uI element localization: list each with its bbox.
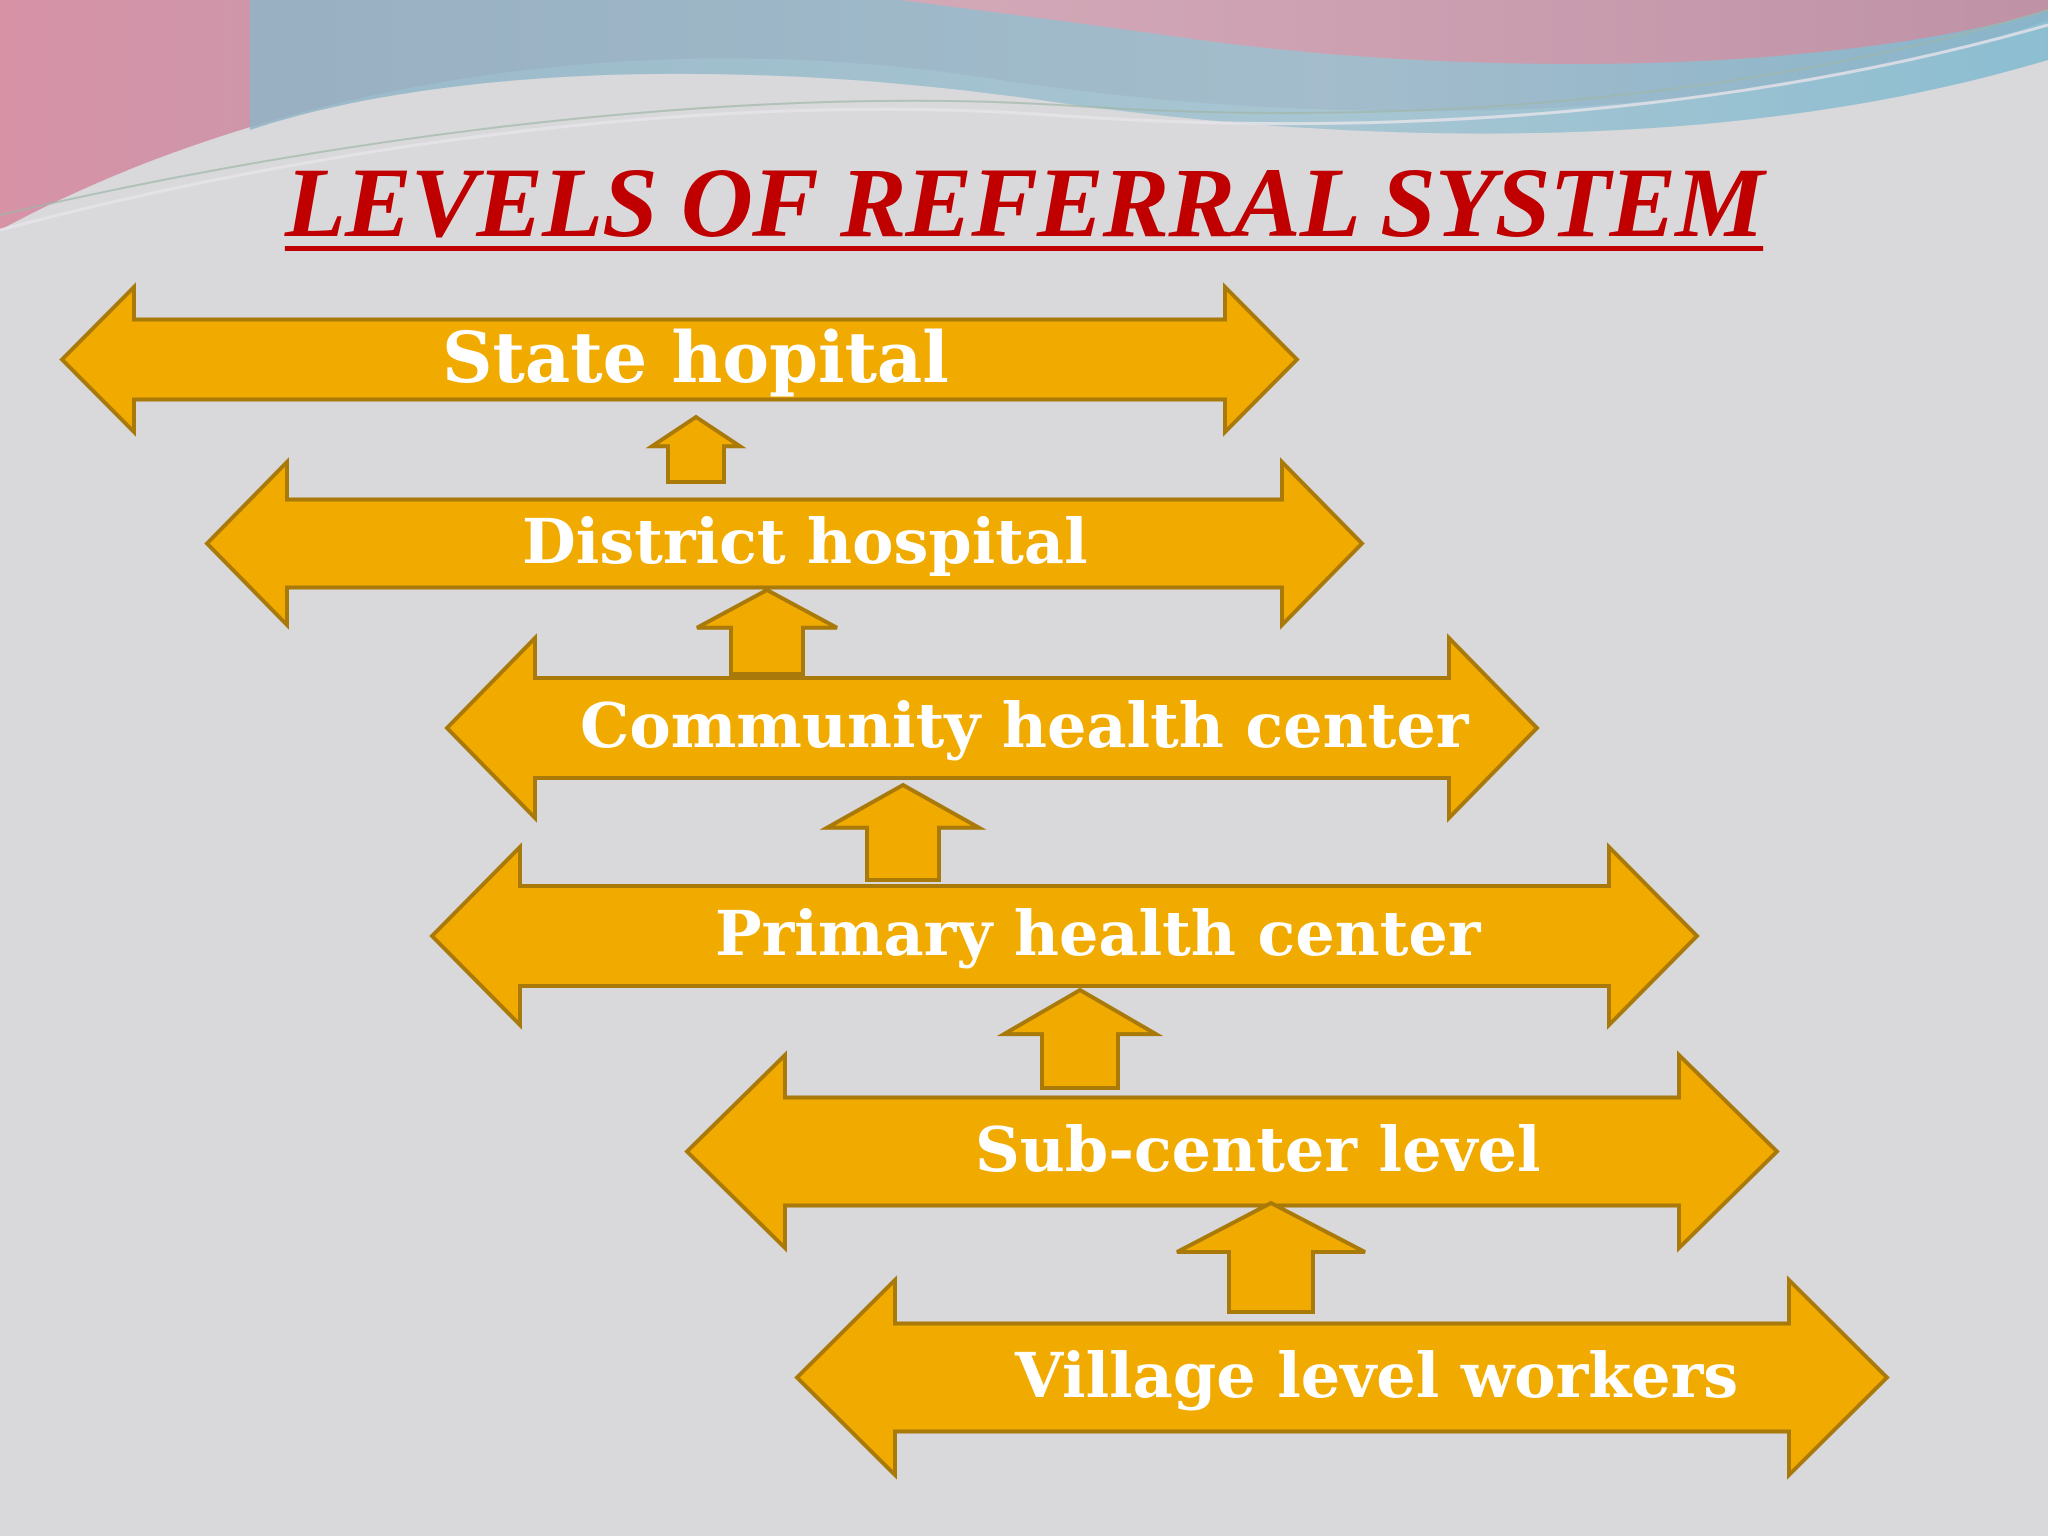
double-arrow-3 — [444, 633, 1540, 823]
slide-title: LEVELS OF REFERRAL SYSTEM — [284, 147, 1764, 258]
double-arrow-6 — [794, 1275, 1890, 1480]
up-arrow-1 — [645, 414, 747, 484]
double-arrow-5 — [684, 1050, 1780, 1253]
level-label-3: Community health center — [580, 689, 1469, 762]
level-label-2: District hospital — [522, 504, 1088, 578]
up-arrow-3 — [819, 782, 987, 882]
level-label-4: Primary health center — [715, 897, 1481, 970]
up-arrow-5 — [1176, 1200, 1366, 1314]
double-arrow-1 — [59, 282, 1300, 437]
double-arrow-2 — [204, 457, 1365, 630]
level-label-1: State hopital — [442, 315, 949, 399]
level-label-5: Sub-center level — [975, 1112, 1541, 1186]
up-arrow-2 — [696, 587, 838, 676]
level-label-6: Village level workers — [1015, 1338, 1739, 1412]
double-arrow-4 — [429, 842, 1700, 1030]
up-arrow-4 — [996, 987, 1164, 1090]
